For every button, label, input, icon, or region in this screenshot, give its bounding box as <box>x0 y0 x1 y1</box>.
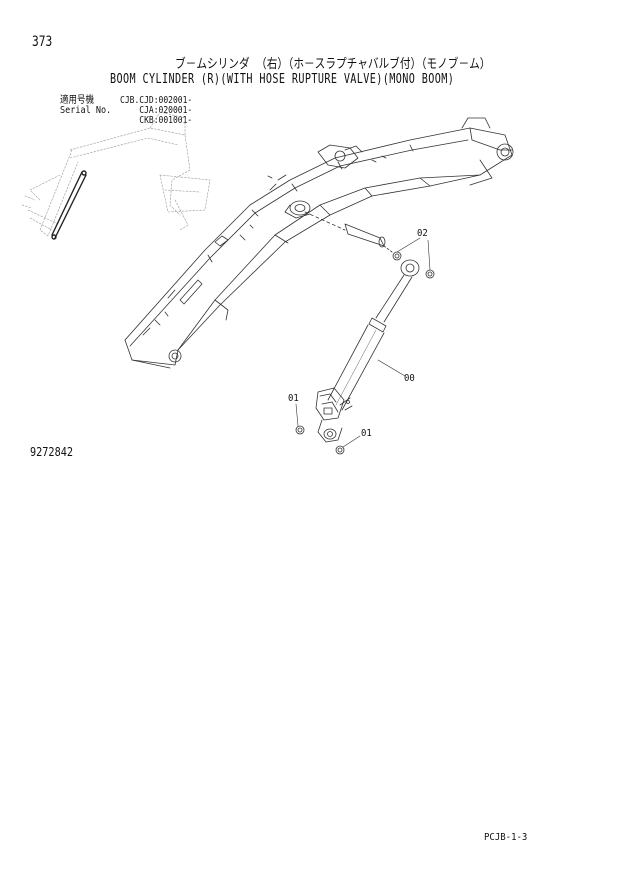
callout-label-00: 00 <box>404 373 415 384</box>
excavator-overview-sketch <box>21 111 211 237</box>
serial-label-jp: 適用号機 <box>60 95 94 106</box>
page-reference: PCJB-1-3 <box>484 832 528 843</box>
callout-leaders <box>295 237 431 448</box>
boom-cylinder <box>315 259 420 443</box>
page-number: 373 <box>32 34 53 50</box>
title-japanese: ブ－ムシリンダ （右）（ホ－スラプチャバルブ付）（モノブ－ム） <box>175 57 491 72</box>
callout-label-01: 01 <box>288 393 299 404</box>
serial-value: CJB.CJD:002001- <box>120 95 193 106</box>
callout-label-01: 01 <box>361 428 372 439</box>
rod-end-bushings <box>392 251 435 279</box>
serial-value: CJA:020001- <box>139 105 193 116</box>
serial-label: 適用号機 Serial No. <box>60 96 111 116</box>
serial-value: CKB:001001- <box>139 115 193 126</box>
boom-structure <box>124 117 514 369</box>
overview-highlighted-cylinder <box>51 170 87 240</box>
title-english: BOOM CYLINDER (R)(WITH HOSE RUPTURE VALV… <box>110 72 455 87</box>
serial-values: CJB.CJD:002001- CJA:020001- CKB:001001- <box>120 96 192 126</box>
callout-label-02: 02 <box>417 228 428 239</box>
drawing-number: 9272842 <box>30 445 73 459</box>
serial-label-en: Serial No. <box>60 105 112 116</box>
head-end-bushings <box>295 425 345 455</box>
mounting-pin <box>304 211 393 253</box>
